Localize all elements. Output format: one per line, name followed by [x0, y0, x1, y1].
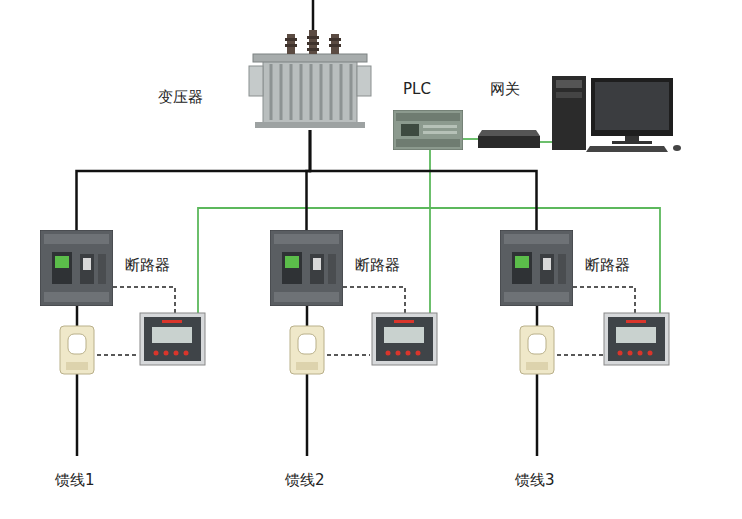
comm-bus	[198, 142, 660, 314]
feeder-label: 馈线1	[55, 471, 95, 489]
breaker-symbol	[40, 230, 113, 306]
breaker-node: 断路器	[40, 230, 113, 306]
incoming-line	[312, 0, 315, 30]
breaker-node: 断路器	[500, 230, 573, 306]
node-label: 断路器	[585, 256, 630, 274]
connector	[463, 138, 478, 140]
breaker-node: 断路器	[270, 230, 343, 306]
breaker-symbol	[270, 230, 343, 306]
gateway-symbol	[478, 130, 540, 148]
feeder-label: 馈线3	[515, 471, 555, 489]
node-label: 变压器	[158, 88, 203, 106]
feeder-label: 馈线2	[285, 471, 325, 489]
plc-symbol	[393, 110, 463, 150]
node-label: 断路器	[125, 256, 170, 274]
breaker-symbol	[500, 230, 573, 306]
current-transformers	[60, 326, 554, 374]
plc-node: PLC	[393, 110, 463, 150]
meters	[140, 313, 669, 365]
node-label: 断路器	[355, 256, 400, 274]
node-label: 网关	[490, 80, 520, 98]
feeder-lines	[77, 306, 537, 456]
node-label: PLC	[403, 80, 431, 98]
computer	[552, 76, 681, 152]
transformer-node: 变压器	[245, 28, 375, 130]
transformer-symbol	[245, 28, 375, 130]
connector	[77, 130, 311, 230]
gateway-node: 网关	[478, 130, 540, 148]
